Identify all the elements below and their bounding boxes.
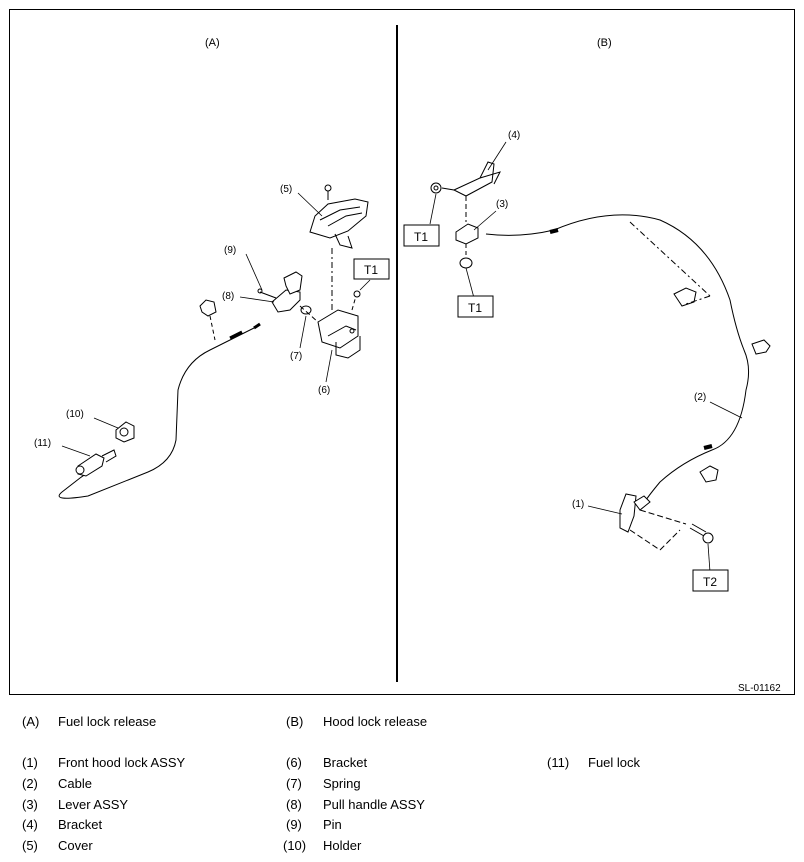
callout-4: (4) (508, 130, 520, 141)
legend-2-text: Cable (58, 776, 92, 791)
callout-1: (1) (572, 499, 584, 510)
front-hood-lock-part (619, 493, 687, 551)
figure-id: SL-01162 (738, 683, 781, 694)
lever-part (455, 223, 479, 269)
pull-handle-part (257, 271, 303, 313)
legend-11-num: (11) (547, 755, 570, 770)
torque-tag-t2-label: T2 (703, 575, 717, 589)
callout-5: (5) (280, 184, 292, 195)
parts-diagram: (A) (B) (9, 9, 795, 695)
legend-7-num: (7) (286, 776, 302, 791)
legend-3-num: (3) (22, 797, 38, 812)
legend-2-num: (2) (22, 776, 38, 791)
torque-tag-t1-b-bottom (457, 295, 494, 318)
hood-bracket-part (430, 161, 501, 222)
legend-5-text: Cover (58, 838, 93, 853)
legend-3-text: Lever ASSY (58, 797, 129, 812)
bracket-part (317, 290, 361, 359)
callout-10: (10) (66, 409, 84, 420)
cover-part (309, 184, 369, 310)
fuel-lock-part (75, 449, 117, 477)
hood-lock-bolt (689, 523, 714, 544)
callout-6: (6) (318, 385, 330, 396)
fuel-lock-release-assembly (58, 184, 369, 499)
torque-tag-t1-a (353, 258, 390, 280)
callout-9: (9) (224, 245, 236, 256)
legend-b-text: Hood lock release (323, 714, 428, 729)
torque-tag-t2 (692, 569, 729, 592)
legend-b-num: (B) (286, 714, 304, 729)
callout-8: (8) (222, 291, 234, 302)
panel-b-label: (B) (597, 37, 612, 49)
legend-10-text: Holder (323, 838, 362, 853)
torque-tag-t1-b-top-label: T1 (414, 230, 428, 244)
hood-lock-cable (485, 214, 750, 501)
legend-5-num: (5) (22, 838, 38, 853)
callout-11: (11) (34, 438, 51, 449)
legend-6-num: (6) (286, 755, 302, 770)
legend-4-num: (4) (22, 817, 38, 832)
legend-1-text: Front hood lock ASSY (58, 755, 186, 770)
spring-part (300, 305, 312, 315)
legend-9-text: Pin (323, 817, 342, 832)
legend-8-num: (8) (286, 797, 302, 812)
legend-7-text: Spring (323, 776, 361, 791)
legend-11-text: Fuel lock (588, 755, 641, 770)
panel-a-label: (A) (205, 37, 220, 49)
callout-2: (2) (694, 392, 706, 403)
torque-tag-t1-a-label: T1 (364, 263, 378, 277)
holder-part (115, 421, 135, 443)
legend-6-text: Bracket (323, 755, 368, 770)
legend-1-num: (1) (22, 755, 38, 770)
hood-lock-release-assembly (430, 161, 771, 551)
legend-9-num: (9) (286, 817, 302, 832)
legend-10-num: (10) (283, 838, 307, 853)
callout-7: (7) (290, 351, 302, 362)
torque-tag-t1-b-bottom-label: T1 (468, 301, 482, 315)
legend-4-text: Bracket (58, 817, 103, 832)
torque-tag-t1-b-top (403, 224, 440, 247)
legend-a-text: Fuel lock release (58, 714, 157, 729)
legend-a-num: (A) (22, 714, 40, 729)
legend-8-text: Pull handle ASSY (323, 797, 425, 812)
callout-3: (3) (496, 199, 508, 210)
